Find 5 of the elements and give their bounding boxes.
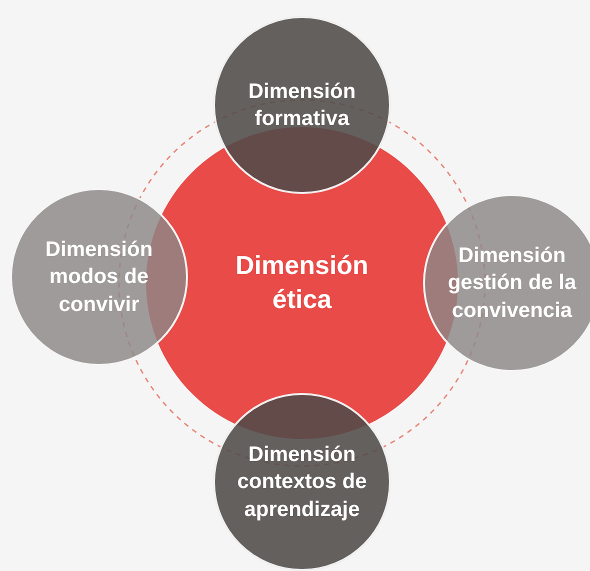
circle-label: Dimensión modos de convivir (44, 237, 154, 318)
circle-label: Dimensión formativa (247, 78, 357, 132)
circle-label: Dimensión gestión de la convivencia (446, 243, 578, 324)
circle-label: Dimensión contextos de aprendizaje (236, 442, 368, 523)
circle-label: Dimensión ética (234, 249, 370, 316)
